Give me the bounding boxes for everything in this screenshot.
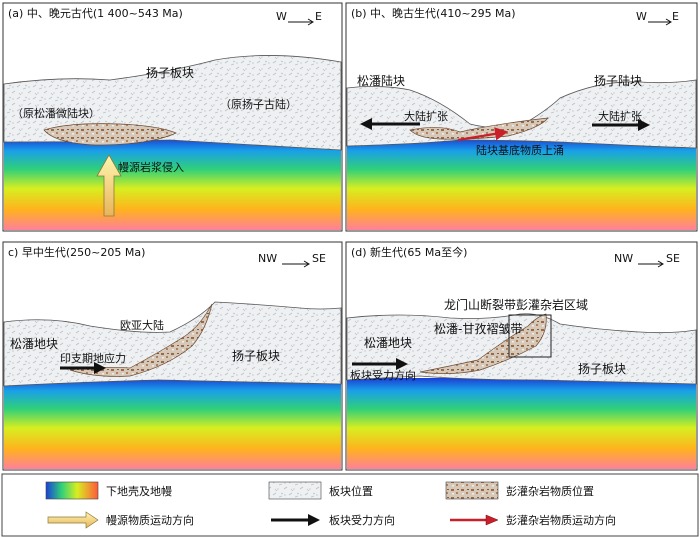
panel-a-magma-arrow — [96, 154, 122, 217]
legend-plate-label: 板块位置 — [329, 484, 373, 498]
panel-c-eurasia-label: 欧亚大陆 — [120, 318, 164, 332]
panel-b-mantle — [347, 138, 696, 230]
panel-c-frame — [2, 241, 343, 471]
panel-d-region-label: 龙门山断裂带彭灌杂岩区域 — [444, 297, 588, 312]
panel-c-left-block-label: 松潘地块 — [10, 337, 58, 351]
panel-a-mantle — [4, 138, 341, 230]
legend-plate-swatch — [268, 481, 322, 500]
panel-c-stress-label: 印支期地应力 — [60, 351, 126, 365]
panel-b-frame — [345, 2, 698, 232]
legend-complex-label: 彭灌杂岩物质位置 — [506, 484, 594, 498]
panel-a-dir-left: W — [276, 10, 287, 23]
panel-b-complex-arrow — [457, 127, 509, 142]
legend-force-arrow-label: 板块受力方向 — [329, 513, 395, 527]
panel-c-right-block-label: 扬子板块 — [232, 348, 280, 363]
panel-c: c) 早中生代(250~205 Ma) NW SE 欧亚大陆 松潘地块 印支期地… — [2, 241, 343, 471]
panel-b-right-block-label: 扬子陆块 — [594, 73, 642, 88]
panel-b-upwelling-label: 陆块基底物质上涌 — [476, 143, 564, 157]
panel-c-title: c) 早中生代(250~205 Ma) — [8, 245, 145, 259]
legend-mantle-swatch — [45, 481, 99, 500]
panel-c-mantle — [4, 378, 341, 469]
panel-d-complex — [419, 313, 547, 374]
legend-magma-arrow-icon — [47, 511, 99, 529]
panel-d: (d) 新生代(65 Ma至今) NW SE 龙门山断裂带彭灌杂岩区域 松潘-甘… — [345, 241, 698, 471]
panel-b-complex — [409, 117, 549, 140]
panel-a-title: (a) 中、晚元古代(1 400~543 Ma) — [8, 7, 183, 20]
panel-c-dir-right: SE — [312, 252, 326, 265]
legend-mantle-label: 下地壳及地幔 — [106, 484, 172, 498]
panel-c-dir-left: NW — [258, 252, 277, 265]
legend: 下地壳及地幔 板块位置 彭灌杂岩物质位置 幔源物质运动方向 板块受力方向 彭灌杂… — [1, 473, 699, 537]
panel-b-title: (b) 中、晚古生代(410~295 Ma) — [351, 6, 516, 20]
panel-d-dir-left: NW — [614, 252, 633, 265]
legend-magma-arrow-label: 幔源物质运动方向 — [106, 513, 194, 527]
panel-b: (b) 中、晚古生代(410~295 Ma) W E 松潘陆块 扬子陆块 大陆扩… — [345, 2, 698, 232]
panel-d-fold-belt-label: 松潘-甘孜褶皱带 — [434, 321, 522, 336]
panel-a-right-block-label: （原扬子古陆） — [220, 97, 297, 111]
panel-b-dir-left: W — [636, 10, 647, 23]
panel-a-magma-label: 幔源岩浆侵入 — [118, 160, 184, 174]
panel-d-left-block-label: 松潘地块 — [364, 336, 412, 350]
panel-a-frame — [2, 2, 343, 232]
panel-d-frame — [345, 241, 698, 471]
panel-a-complex — [43, 123, 177, 146]
panel-d-force-label: 板块受力方向 — [350, 368, 416, 382]
panel-a-left-block-label: （原松潘微陆块） — [12, 106, 100, 120]
panel-d-dir-right: SE — [666, 252, 680, 265]
panel-d-title: (d) 新生代(65 Ma至今) — [351, 245, 467, 259]
panel-b-left-extension-label: 大陆扩张 — [404, 109, 448, 123]
panel-a: (a) 中、晚元古代(1 400~543 Ma) W E 扬子板块 （原松潘微陆… — [2, 2, 343, 232]
panel-a-plate-label: 扬子板块 — [146, 65, 194, 80]
panel-d-right-block-label: 扬子板块 — [578, 361, 626, 376]
panel-a-dir-right: E — [315, 10, 322, 23]
panel-d-region-box — [508, 314, 552, 358]
legend-complex-arrow-label: 彭灌杂岩物质运动方向 — [506, 513, 616, 527]
legend-complex-swatch — [445, 481, 499, 500]
panel-b-plate — [346, 79, 697, 149]
legend-frame — [1, 473, 699, 537]
panel-b-left-block-label: 松潘陆块 — [357, 73, 405, 88]
panel-b-dir-right: E — [672, 10, 679, 23]
panel-d-mantle — [347, 378, 696, 469]
panel-b-right-extension-label: 大陆扩张 — [598, 109, 642, 123]
